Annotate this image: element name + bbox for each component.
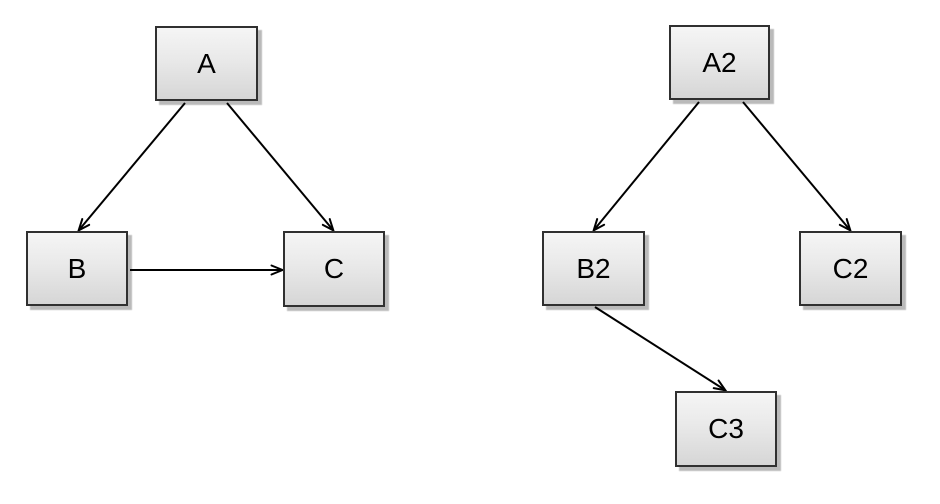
- node-label-C3: C3: [708, 413, 744, 444]
- node-C3[interactable]: C3: [675, 391, 777, 467]
- node-B[interactable]: B: [26, 231, 128, 306]
- node-label-A: A: [197, 47, 216, 79]
- edge-A-C[interactable]: [226, 102, 336, 233]
- edge-group: [76, 101, 853, 392]
- node-C2[interactable]: C2: [799, 231, 902, 306]
- node-A[interactable]: A: [155, 26, 258, 101]
- node-label-C: C: [323, 253, 345, 284]
- node-label-B2: B2: [576, 252, 611, 284]
- edge-A2-C2[interactable]: [742, 101, 853, 233]
- node-label-B: B: [67, 252, 87, 284]
- edge-A2-B2[interactable]: [592, 101, 700, 233]
- edge-B2-C3[interactable]: [594, 306, 728, 392]
- node-B2[interactable]: B2: [542, 231, 645, 306]
- node-label-C2: C2: [832, 252, 869, 284]
- node-C[interactable]: C: [283, 231, 385, 307]
- node-A2[interactable]: A2: [669, 25, 770, 100]
- edge-A-B[interactable]: [76, 102, 186, 233]
- node-label-A2: A2: [702, 46, 737, 78]
